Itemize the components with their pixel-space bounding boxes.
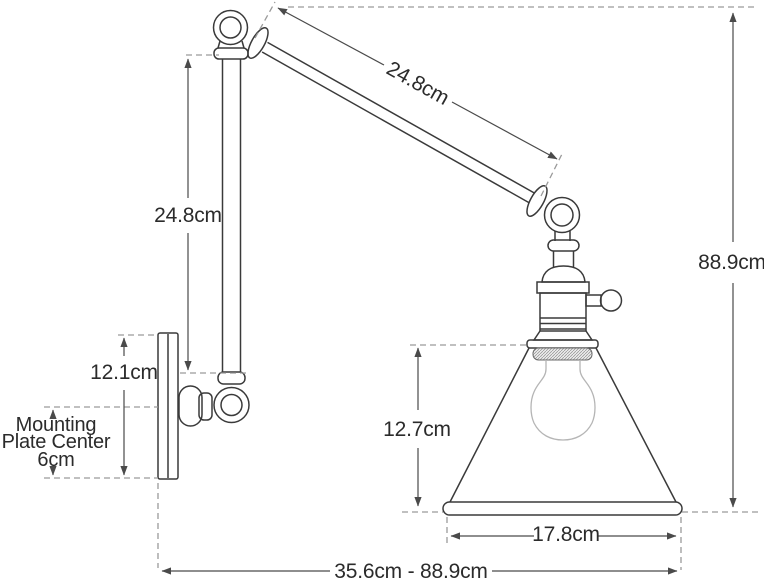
label-shade-diameter: 17.8cm [532, 523, 600, 546]
mounting-bracket-knob [178, 385, 213, 427]
dimension-lines [49, 7, 737, 575]
label-shade-height: 12.7cm [383, 418, 451, 441]
light-bulb [530, 360, 596, 441]
lamp-socket [526, 265, 599, 349]
extension-elbow-diagonal [540, 153, 563, 197]
top-pivot-joint [212, 9, 269, 60]
shade-cone [442, 347, 683, 516]
label-vertical-arm-length: 24.8cm [154, 204, 222, 227]
wall-plate [157, 332, 179, 480]
swivel-joint [213, 386, 250, 424]
extension-lines [44, 1, 758, 570]
elbow-joint [543, 196, 581, 267]
label-mounting-plate-offset: 6cm [37, 449, 74, 471]
label-diagonal-arm-length: 24.8cm [383, 57, 453, 110]
label-mounting-plate-line2: Plate Center [2, 431, 111, 453]
shade-fitter-knurl [532, 347, 593, 361]
switch-knob [585, 289, 623, 312]
lamp-outline [157, 9, 683, 516]
label-extension-range: 35.6cm - 88.9cm [334, 560, 487, 583]
extension-pivot-diagonal [254, 1, 276, 39]
dimension-diagonal-arm [277, 7, 558, 160]
label-mounting-plate-line1: Mounting [16, 414, 97, 436]
label-backplate-height: 12.1cm [90, 361, 158, 384]
vertical-arm [217, 59, 246, 385]
label-overall-height: 88.9cm [698, 251, 764, 274]
